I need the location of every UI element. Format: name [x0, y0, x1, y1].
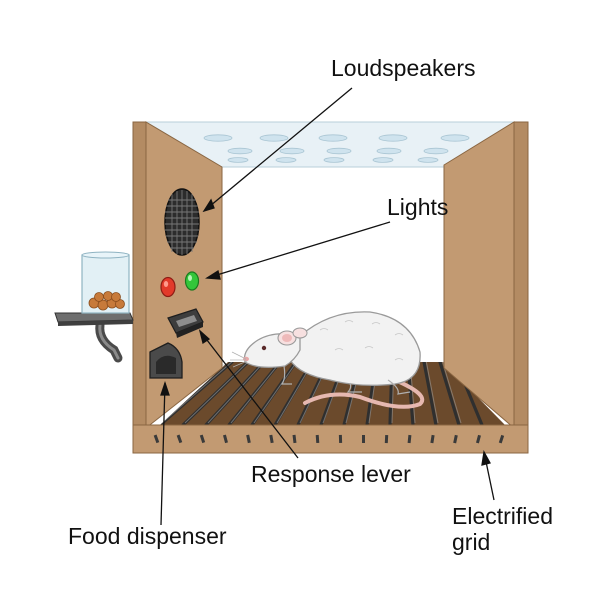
electrified-grid-label-line1: Electrified: [452, 503, 553, 529]
food-dispenser-label: Food dispenser: [68, 523, 227, 549]
lights-label: Lights: [387, 194, 449, 220]
green-light-icon: [184, 271, 200, 291]
loudspeakers-label: Loudspeakers: [331, 55, 476, 81]
front-rail: [132, 424, 529, 454]
electrified-grid-label-line2: grid: [452, 529, 491, 556]
food-dispenser-icon: [149, 342, 183, 379]
electrified-grid-label: Electrified grid: [452, 503, 553, 556]
ceiling: [144, 121, 524, 168]
response-lever-label: Response lever: [251, 461, 411, 487]
loudspeaker-icon: [164, 188, 200, 256]
pellet-jar-icon: [54, 251, 134, 363]
pointer-lines: [160, 87, 495, 526]
red-light-icon: [160, 276, 176, 298]
rat-icon: [230, 311, 425, 409]
lever-icon: [167, 308, 204, 338]
